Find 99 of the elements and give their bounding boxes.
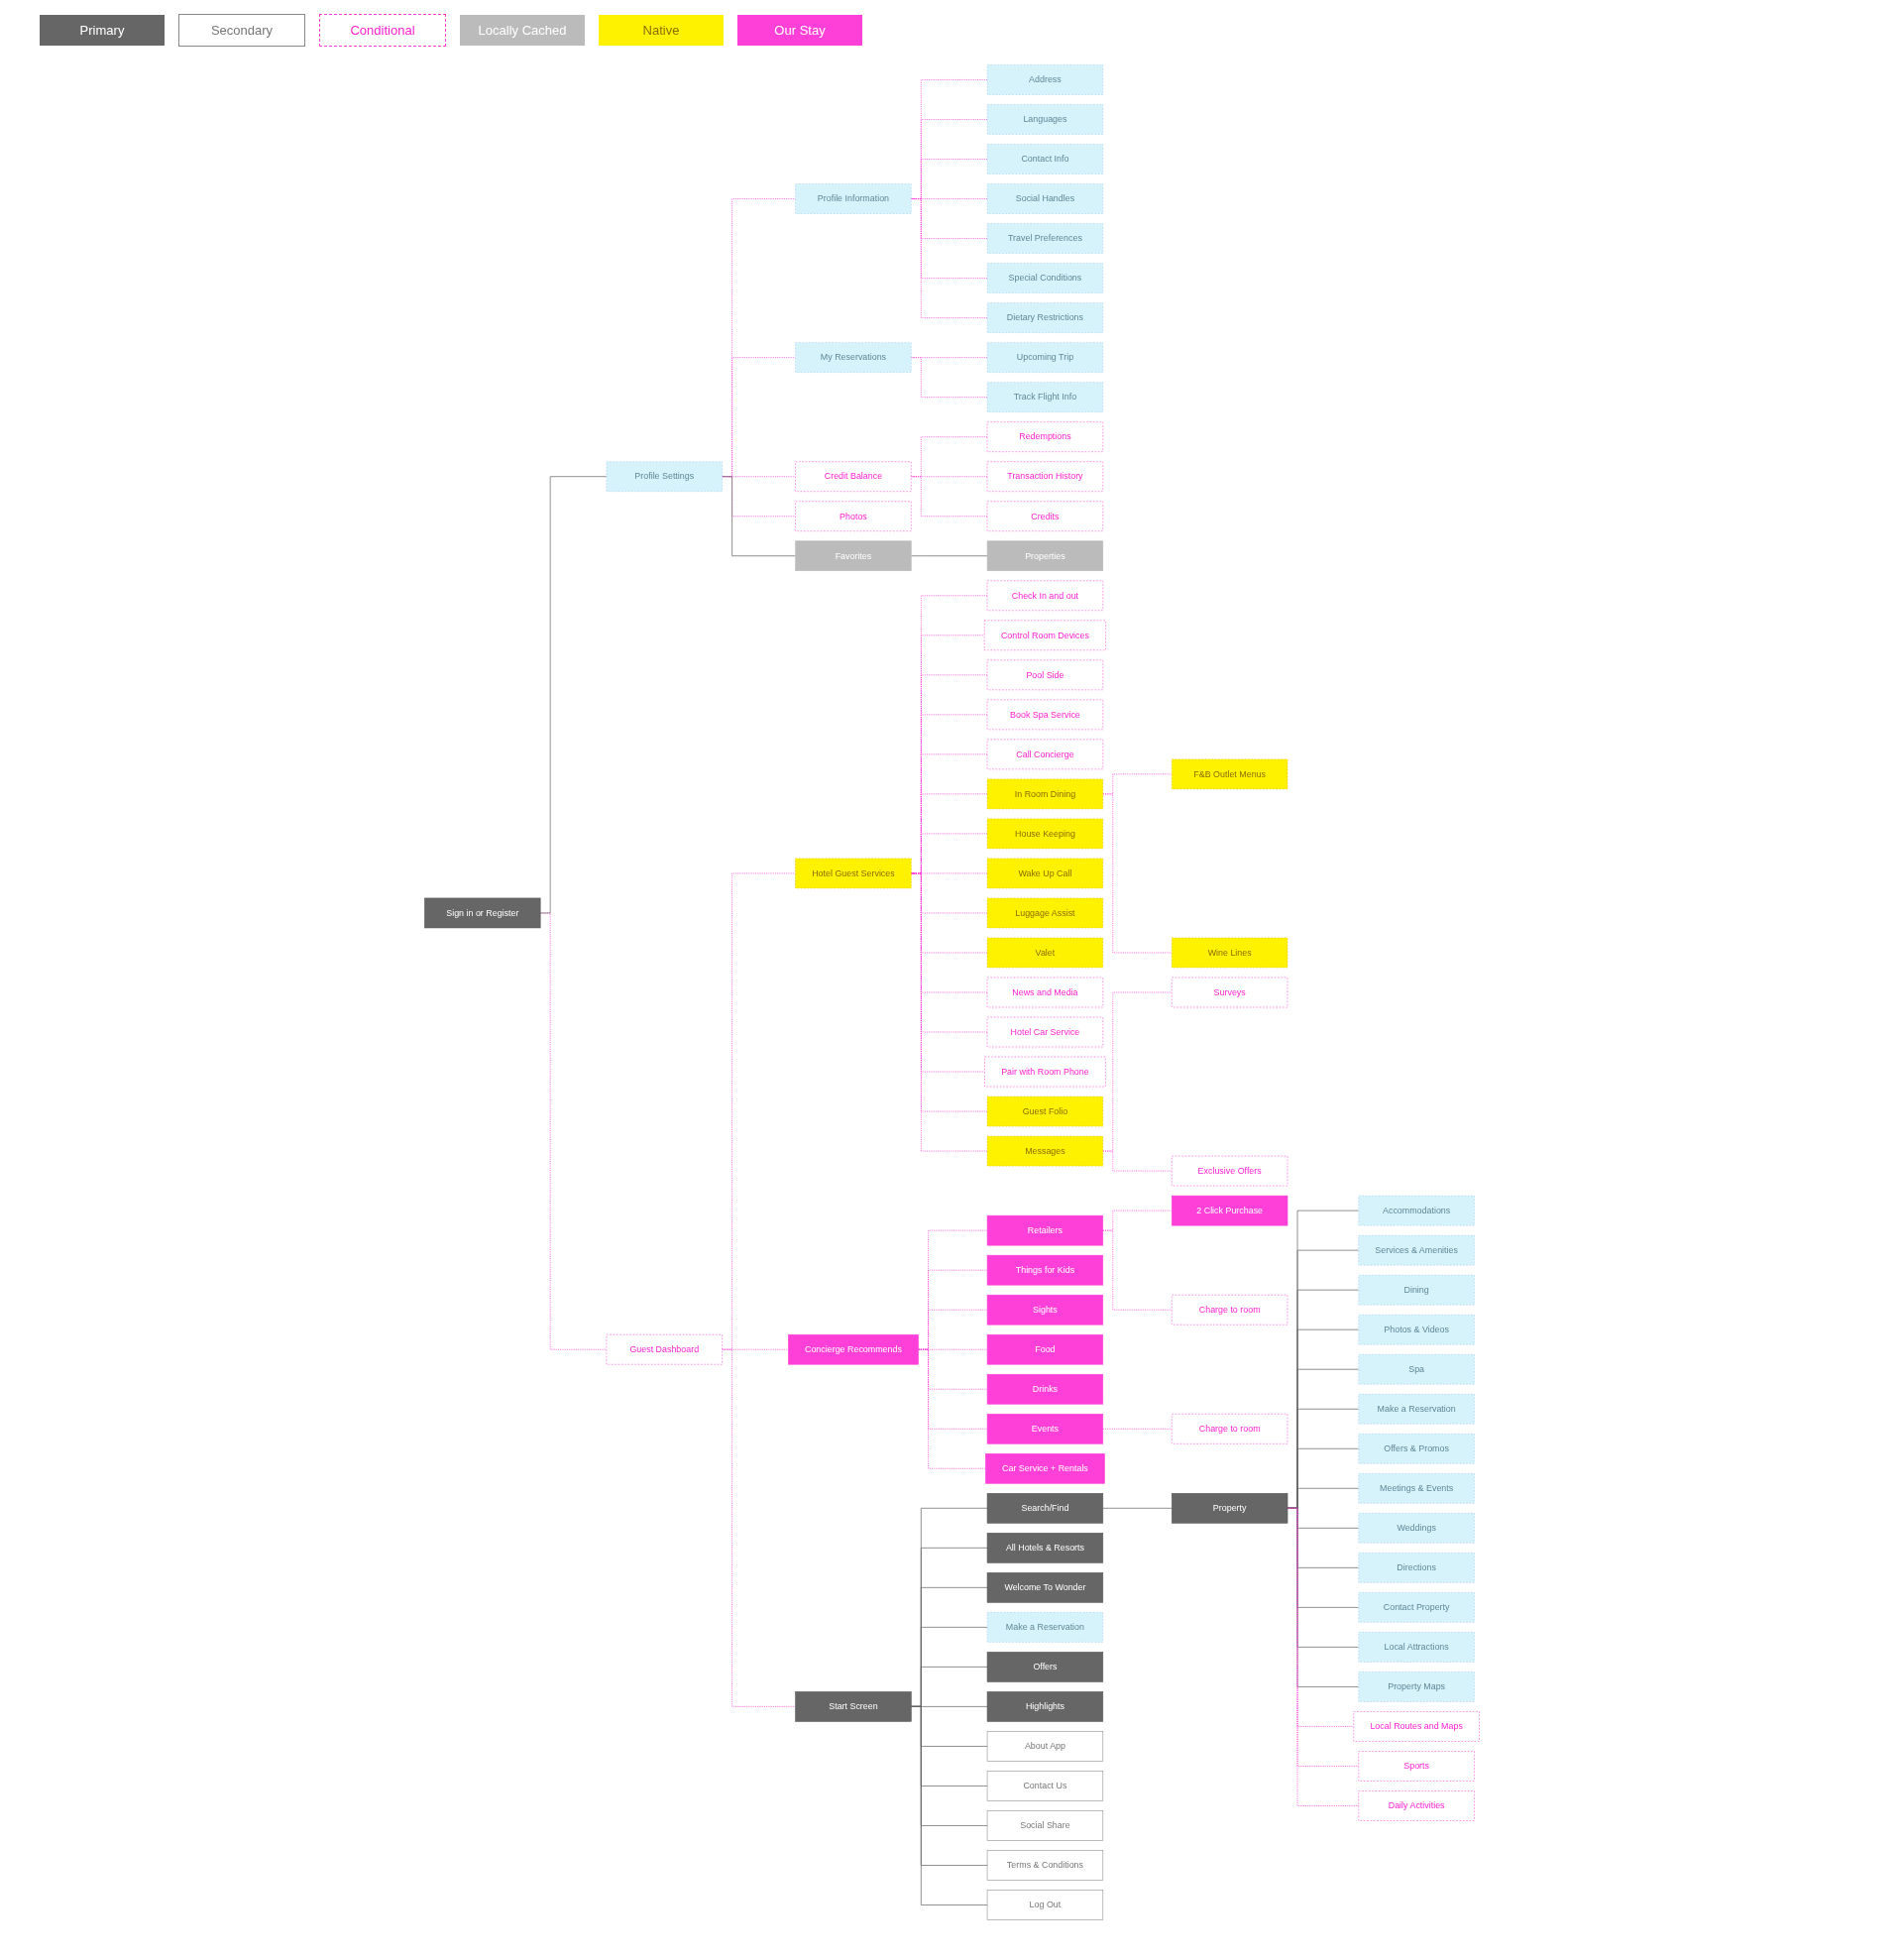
node-box: 2 Click Purchase [1171, 1195, 1287, 1226]
connector [910, 555, 987, 557]
node-box: Charge to room [1171, 1294, 1287, 1326]
node-box: Start Screen [794, 1691, 912, 1722]
node-box: All Hotels & Resorts [986, 1533, 1103, 1563]
node-box: Pair with Room Phone [983, 1056, 1106, 1088]
legend-swatch: Native [599, 15, 724, 46]
connector [721, 872, 796, 1350]
node-box: Spa [1358, 1353, 1475, 1385]
legend-swatch: Locally Cached [460, 15, 585, 46]
node-box: Transaction History [986, 461, 1103, 492]
node-box: House Keeping [986, 818, 1103, 850]
node-box: Photos & Videos [1358, 1314, 1475, 1345]
node-box: Sign in or Register [423, 897, 540, 929]
node-box: Credits [986, 501, 1103, 531]
node-box: Book Spa Service [986, 699, 1103, 731]
node-box: Travel Preferences [986, 223, 1103, 254]
node-box: Meetings & Events [1358, 1473, 1475, 1504]
node-box: Luggage Assist [986, 897, 1103, 929]
node-box: Welcome To Wonder [986, 1572, 1103, 1603]
node-box: Local Attractions [1358, 1632, 1475, 1663]
node-box: Sports [1358, 1751, 1475, 1782]
node-box: Car Service + Rentals [984, 1453, 1105, 1484]
node-box: Control Room Devices [983, 620, 1106, 651]
node-box: Wine Lines [1171, 937, 1287, 969]
node-box: Profile Settings [606, 461, 723, 492]
connector [721, 476, 796, 557]
node-box: Contact Us [986, 1771, 1103, 1801]
node-box: Guest Folio [986, 1095, 1103, 1127]
node-box: Property [1171, 1493, 1287, 1524]
node-box: Credit Balance [794, 461, 912, 492]
node-box: Properties [986, 540, 1103, 572]
node-box: Track Flight Info [986, 382, 1103, 412]
node-box: Charge to room [1171, 1413, 1287, 1444]
connector [917, 1348, 986, 1469]
node-box: Languages [986, 104, 1103, 135]
connector [910, 476, 987, 518]
connector [1287, 1507, 1359, 1687]
node-box: Hotel Guest Services [794, 858, 912, 889]
node-box: Terms & Conditions [986, 1850, 1103, 1881]
node-box: Dietary Restrictions [986, 302, 1103, 333]
node-box: Things for Kids [986, 1254, 1103, 1286]
node-box: Exclusive Offers [1171, 1155, 1287, 1187]
node-box: Offers & Promos [1358, 1434, 1475, 1464]
node-box: Make a Reservation [986, 1612, 1103, 1643]
node-box: Services & Amenities [1357, 1234, 1475, 1266]
node-box: Directions [1358, 1553, 1475, 1583]
connector [539, 476, 607, 914]
node-box: Upcoming Trip [986, 342, 1103, 373]
node-box: News and Media [986, 977, 1103, 1008]
connector [910, 357, 987, 398]
node-box: Weddings [1358, 1513, 1475, 1544]
connector [721, 1348, 796, 1707]
node-box: My Reservations [794, 342, 912, 373]
node-box: Drinks [986, 1373, 1103, 1405]
node-box: Search/Find [986, 1493, 1103, 1524]
node-box: In Room Dining [986, 778, 1103, 810]
node-box: Photos [794, 501, 912, 531]
node-box: Highlights [986, 1691, 1103, 1722]
node-box: Wake Up Call [986, 858, 1103, 889]
node-box: Daily Activities [1358, 1790, 1475, 1821]
node-box: Social Share [986, 1810, 1103, 1841]
node-box: Retailers [986, 1214, 1103, 1246]
node-box: About App [986, 1731, 1103, 1762]
node-box: Valet [986, 937, 1103, 969]
connector [910, 198, 987, 318]
legend-swatch: Conditional [319, 14, 446, 47]
node-box: Surveys [1171, 977, 1287, 1008]
node-box: Food [986, 1333, 1103, 1365]
node-box: Accommodations [1358, 1195, 1475, 1226]
legend-swatch: Primary [40, 15, 165, 46]
node-box: Social Handles [986, 183, 1103, 214]
node-box: Local Routes and Maps [1352, 1711, 1480, 1742]
node-box: Dining [1358, 1274, 1475, 1306]
node-box: Address [986, 64, 1103, 95]
node-box: Guest Dashboard [606, 1333, 723, 1365]
node-box: Offers [986, 1652, 1103, 1682]
node-box: Events [986, 1413, 1103, 1444]
connector [910, 1706, 987, 1905]
node-box: Contact Info [986, 144, 1103, 174]
legend-swatch: Our Stay [737, 15, 862, 46]
node-box: Check In and out [986, 580, 1103, 612]
node-box: Sights [986, 1294, 1103, 1326]
node-box: Profile Information [794, 183, 912, 214]
node-box: Messages [986, 1135, 1103, 1167]
node-box: Property Maps [1358, 1672, 1475, 1702]
node-box: Hotel Car Service [986, 1016, 1103, 1048]
legend-swatch: Secondary [178, 14, 305, 47]
node-box: Special Conditions [986, 263, 1103, 293]
node-box: Call Concierge [986, 739, 1103, 770]
node-box: Concierge Recommends [787, 1333, 919, 1365]
node-box: Favorites [794, 540, 912, 572]
connector [1101, 1507, 1173, 1509]
node-box: Make a Reservation [1358, 1393, 1475, 1425]
node-box: Contact Property [1358, 1592, 1475, 1623]
node-box: Pool Side [986, 659, 1103, 691]
node-box: F&B Outlet Menus [1171, 758, 1287, 790]
node-box: Log Out [986, 1890, 1103, 1920]
node-box: Redemptions [986, 421, 1103, 452]
